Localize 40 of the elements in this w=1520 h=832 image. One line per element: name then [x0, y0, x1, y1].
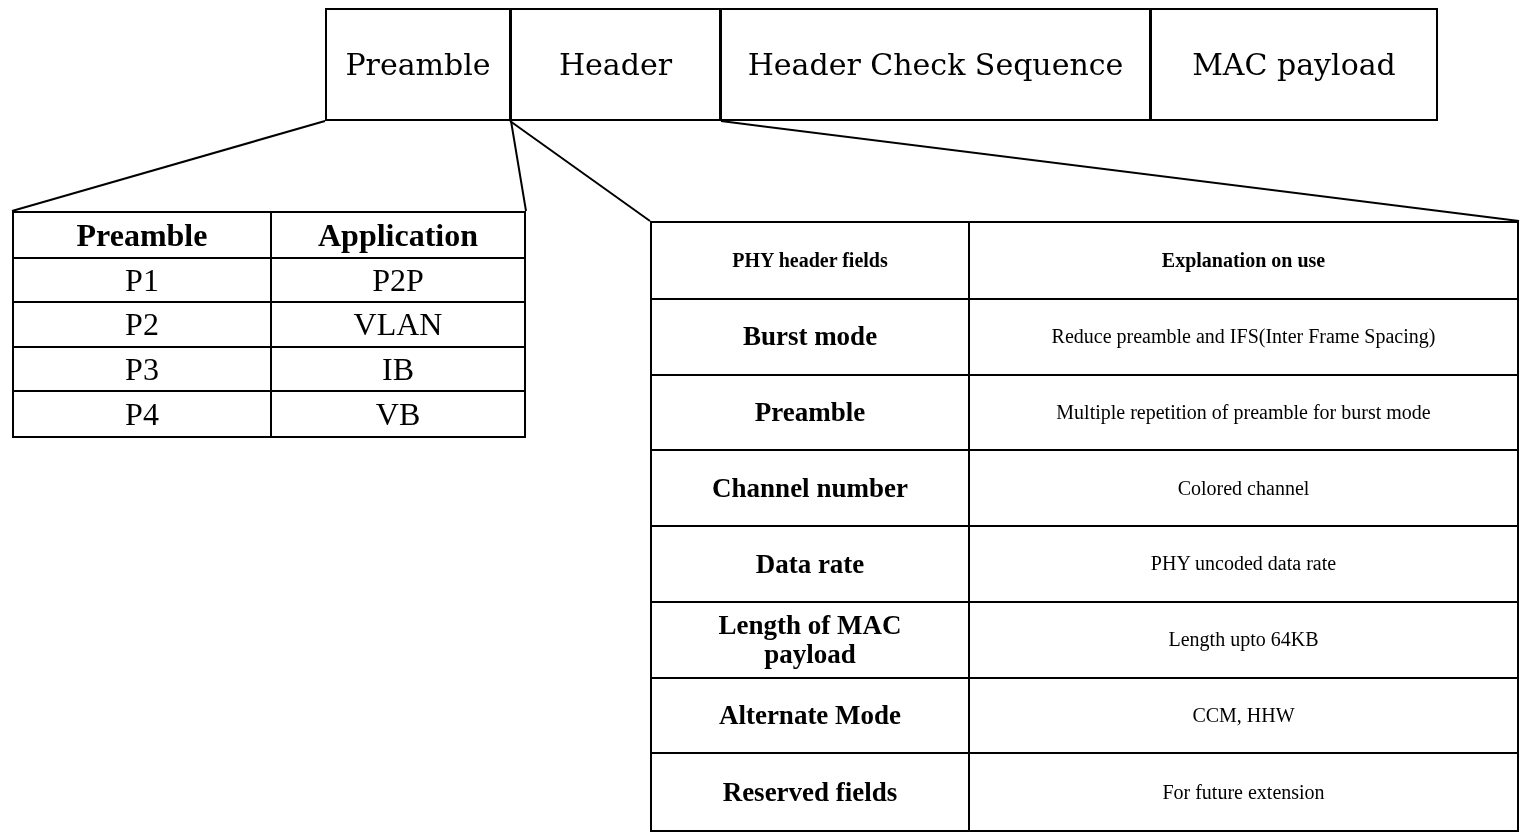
table-cell-text: For future extension — [1161, 779, 1326, 805]
table — [12, 211, 526, 438]
table-cell-text: VB — [374, 394, 422, 434]
connector-line — [720, 120, 1520, 222]
column-header: Preamble — [14, 213, 272, 260]
table-cell: P2 — [14, 303, 272, 348]
table-cell: P4 — [14, 391, 272, 436]
table-cell: P1 — [14, 259, 272, 304]
table-cell: IB — [272, 347, 524, 392]
frame-field-box — [1150, 8, 1438, 121]
field-label: Header Check Sequence — [747, 46, 1124, 84]
table-cell: CCM, HHW — [970, 678, 1517, 755]
field-label: Preamble — [345, 46, 491, 84]
connector-line — [510, 120, 527, 212]
table-cell: Channel number — [652, 451, 970, 527]
frame-field-box — [325, 8, 511, 121]
table-cell: Length of MAC payload — [652, 602, 970, 679]
frame-field-box — [510, 8, 721, 121]
field-label: Header — [558, 46, 673, 84]
table-cell: Colored channel — [970, 451, 1517, 527]
table-cell: Alternate Mode — [652, 678, 970, 755]
column-header: Explanation on use — [970, 223, 1517, 300]
connector-line — [509, 120, 651, 222]
connector-line — [11, 120, 326, 212]
table — [650, 221, 1519, 832]
table-cell: Burst mode — [652, 299, 970, 376]
table-cell: PHY uncoded data rate — [970, 527, 1517, 603]
table-cell: Length upto 64KB — [970, 602, 1517, 679]
table-cell: Preamble — [652, 375, 970, 452]
frame-field-box — [720, 8, 1151, 121]
table-cell: Multiple repetition of preamble for burst mode — [970, 375, 1517, 452]
table-cell: Reduce preamble and IFS(Inter Frame Spacing) — [970, 299, 1517, 376]
column-header: PHY header fields — [652, 223, 970, 300]
field-label: MAC payload — [1192, 46, 1396, 84]
table-cell: VLAN — [272, 303, 524, 348]
table-cell: P2P — [272, 259, 524, 304]
table-cell: Data rate — [652, 527, 970, 603]
table-cell: Reserved fields — [652, 754, 970, 830]
table-cell: P3 — [14, 347, 272, 392]
column-header: Application — [272, 213, 524, 260]
